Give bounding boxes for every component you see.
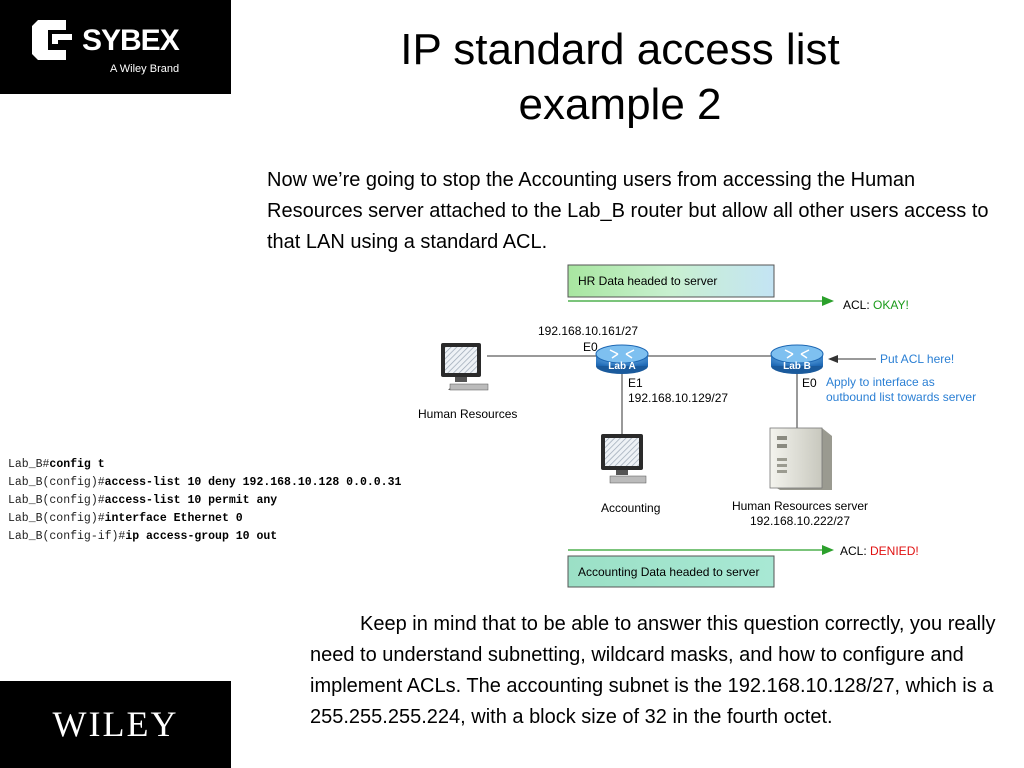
apply-interface-note-line2: outbound list towards server	[826, 390, 976, 404]
cli-prompt: Lab_B(config)#	[8, 494, 105, 507]
hr-data-label: HR Data headed to server	[578, 274, 717, 288]
router-lab-a-name: Lab A	[608, 361, 635, 372]
router-lab-a: Lab A	[595, 344, 649, 374]
hr-server-ip: 192.168.10.222/27	[750, 514, 850, 528]
cli-line: Lab_B(config)#access-list 10 deny 192.16…	[8, 474, 401, 492]
cli-line: Lab_B#config t	[8, 456, 401, 474]
lab-a-e0-ip: 192.168.10.161/27	[538, 324, 638, 338]
sybex-emblem-icon	[32, 20, 72, 60]
lab-a-e0-label: E0	[583, 340, 598, 354]
router-lab-b: Lab B	[770, 344, 824, 374]
sybex-wordmark: SYBEX	[82, 24, 180, 57]
acl-denied-value: DENIED!	[870, 544, 919, 558]
outro-paragraph: Keep in mind that to be able to answer t…	[310, 613, 996, 728]
title-line-1: IP standard access list	[400, 25, 840, 74]
hr-data-box: HR Data headed to server	[567, 264, 775, 298]
accounting-workstation-label: Accounting	[601, 501, 660, 515]
wiley-logo: WILEY	[0, 681, 231, 768]
router-lab-b-name: Lab B	[783, 361, 811, 372]
cli-command: access-list 10 deny 192.168.10.128 0.0.0…	[104, 476, 402, 489]
lab-b-e0-label: E0	[802, 376, 817, 390]
cli-command: ip access-group 10 out	[125, 530, 278, 543]
cli-command: access-list 10 permit any	[104, 494, 278, 507]
cli-line: Lab_B(config)#interface Ethernet 0	[8, 510, 401, 528]
cli-line: Lab_B(config)#access-list 10 permit any	[8, 492, 401, 510]
sybex-tagline: A Wiley Brand	[110, 63, 180, 75]
put-acl-arrow	[828, 355, 876, 363]
acl-okay-status: ACL: OKAY!	[843, 298, 909, 312]
accounting-data-label: Accounting Data headed to server	[578, 565, 759, 579]
hr-workstation-label: Human Resources	[418, 407, 517, 421]
apply-interface-note-line1: Apply to interface as	[826, 375, 935, 389]
lab-a-e1-ip: 192.168.10.129/27	[628, 391, 728, 405]
accounting-workstation-icon	[601, 434, 647, 484]
hr-server-label: Human Resources server	[732, 499, 868, 513]
acl-denied-prefix: ACL:	[840, 544, 870, 558]
wiley-wordmark: WILEY	[52, 704, 179, 744]
cli-command: interface Ethernet 0	[104, 512, 243, 525]
hr-workstation-icon	[441, 343, 489, 391]
put-acl-here-note: Put ACL here!	[880, 352, 954, 366]
cli-prompt: Lab_B(config)#	[8, 476, 105, 489]
cli-command: config t	[49, 458, 105, 471]
title-line-2: example 2	[518, 80, 722, 129]
cli-line: Lab_B(config-if)#ip access-group 10 out	[8, 528, 401, 546]
sybex-logo: SYBEX A Wiley Brand	[0, 0, 231, 94]
intro-paragraph: Now we’re going to stop the Accounting u…	[267, 169, 989, 253]
hr-flow-arrow	[568, 296, 834, 306]
accounting-data-box: Accounting Data headed to server	[567, 555, 775, 588]
cli-prompt: Lab_B(config-if)#	[8, 530, 126, 543]
acl-denied-status: ACL: DENIED!	[840, 544, 919, 558]
accounting-flow-arrow	[568, 545, 834, 555]
acl-okay-prefix: ACL:	[843, 298, 873, 312]
slide-title: IP standard access list example 2	[280, 22, 960, 132]
cli-prompt: Lab_B#	[8, 458, 50, 471]
lab-a-e1-label: E1	[628, 376, 643, 390]
acl-okay-value: OKAY!	[873, 298, 909, 312]
cli-config-block: Lab_B#config t Lab_B(config)#access-list…	[8, 456, 401, 546]
cli-prompt: Lab_B(config)#	[8, 512, 105, 525]
hr-server-icon	[769, 427, 832, 490]
